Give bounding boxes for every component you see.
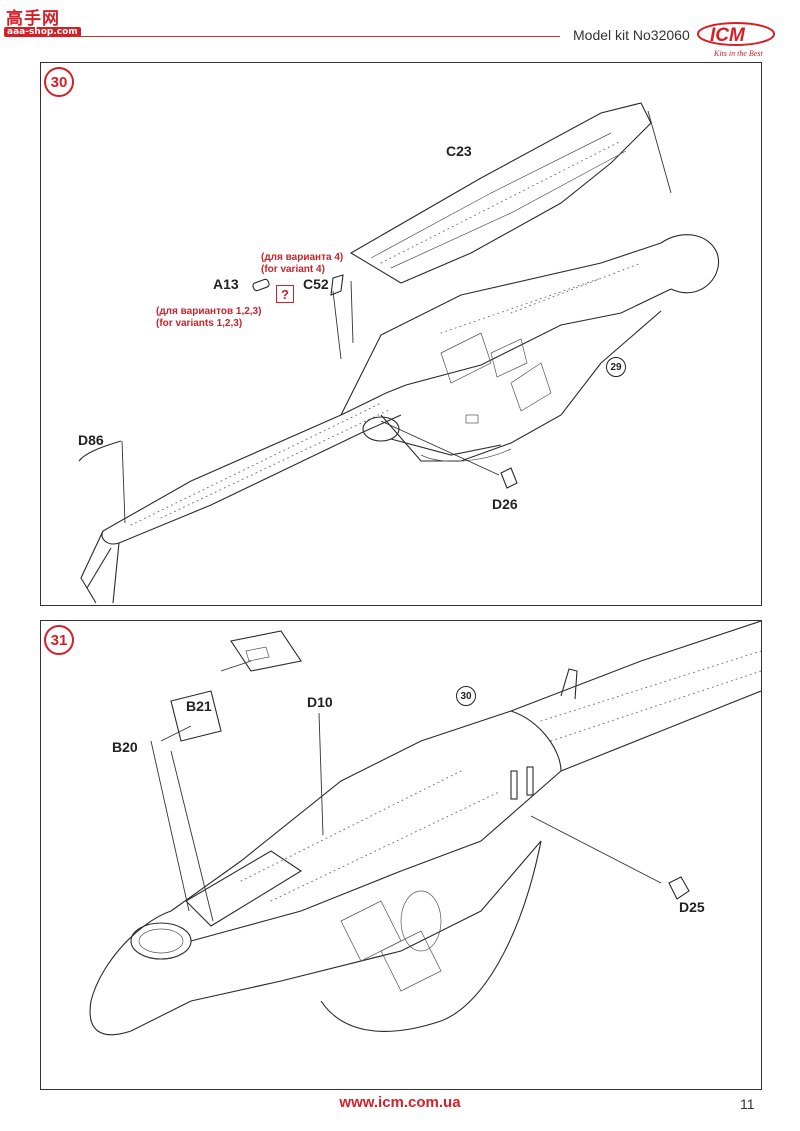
kit-number: Model kit No32060	[573, 27, 690, 43]
note-variant-4: (для варианта 4) (for variant 4)	[261, 252, 343, 276]
page-number: 11	[740, 1096, 755, 1112]
part-b20-label: B20	[112, 739, 138, 755]
watermark-title: 高手网	[6, 9, 60, 29]
part-a13-label: A13	[213, 276, 239, 292]
step-31-panel	[40, 620, 762, 1090]
header-rule	[72, 36, 560, 37]
step-31-ref-badge: 30	[456, 686, 476, 706]
note-variant-4-ru: (для варианта 4)	[261, 252, 344, 263]
part-d26-label: D26	[492, 496, 518, 512]
part-c23-label: C23	[446, 143, 472, 159]
step-30-ref-badge: 29	[606, 357, 626, 377]
part-c52-label: C52	[303, 276, 329, 292]
note-variants-1-2-3-ru: (для вариантов 1,2,3)	[156, 306, 262, 317]
step-31-drawing	[89, 621, 761, 1036]
part-d10-label: D10	[307, 694, 333, 710]
step-30-drawing	[78, 102, 720, 604]
part-d25-label: D25	[679, 899, 705, 915]
brand-slogan: Kits in the Best	[713, 49, 763, 58]
note-variants-1-2-3: (для вариантов 1,2,3) (for variants 1,2,…	[156, 306, 261, 330]
part-b21-label: B21	[186, 698, 212, 714]
note-variants-1-2-3-en: (for variants 1,2,3)	[156, 318, 243, 329]
brand-text: ICM	[710, 25, 746, 46]
step-31-badge: 31	[44, 625, 74, 655]
step-30-panel	[40, 62, 762, 606]
watermark-subtitle: aaa-shop.com	[4, 27, 81, 37]
step-30-badge: 30	[44, 67, 74, 97]
icm-logo: ICM Kits in the Best	[697, 22, 775, 58]
question-mark-box: ?	[276, 285, 294, 303]
note-variant-4-en: (for variant 4)	[261, 264, 325, 275]
part-d86-label: D86	[78, 432, 104, 448]
footer-url[interactable]: www.icm.com.ua	[339, 1094, 461, 1111]
